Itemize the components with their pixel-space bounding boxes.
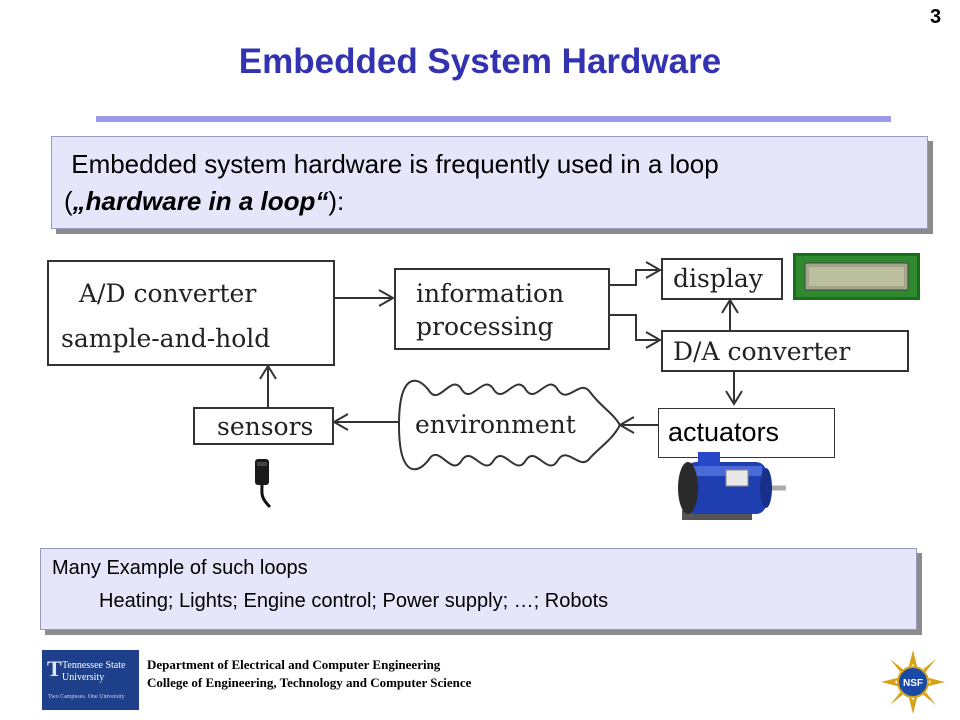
slide-title: Embedded System Hardware xyxy=(238,42,722,81)
sensors-label: sensors xyxy=(217,412,314,441)
display-box: display xyxy=(661,258,783,300)
arrowhead-sensors-to-ad xyxy=(259,364,277,380)
intro-quote-open: „ xyxy=(72,186,86,216)
tsu-logo-tagline: Two Campuses. One University xyxy=(48,694,125,700)
intro-quote-close: “ xyxy=(315,186,329,216)
processing-label: processing xyxy=(416,312,554,341)
sensors-box: sensors xyxy=(193,407,334,445)
display-label: display xyxy=(673,264,763,293)
intro-line-2: („hardware in a loop“): xyxy=(64,183,917,220)
electric-motor-photo xyxy=(678,452,786,520)
intro-open-paren: ( xyxy=(64,186,73,216)
intro-close: ): xyxy=(328,186,345,216)
arrowhead-da-to-actuators xyxy=(725,390,743,406)
information-processing-box: information processing xyxy=(394,268,610,350)
microphone-sensor-icon xyxy=(255,459,272,509)
da-converter-box: D/A converter xyxy=(661,330,909,372)
environment-wavy-outline xyxy=(398,379,622,471)
footer-department: Department of Electrical and Computer En… xyxy=(147,657,441,672)
intro-emphasis: hardware in a loop xyxy=(85,186,316,216)
arrow-processing-to-da xyxy=(610,314,660,341)
arrowhead-processing-to-display xyxy=(645,261,663,279)
footer-college: College of Engineering, Technology and C… xyxy=(147,675,472,690)
intro-line-1: Embedded system hardware is frequently u… xyxy=(64,149,719,179)
arrowhead-da-to-display xyxy=(721,298,739,314)
nsf-logo-text: NSF xyxy=(903,678,923,689)
environment-label: environment xyxy=(415,410,576,439)
information-label: information xyxy=(416,279,565,308)
actuators-label: actuators xyxy=(668,417,780,447)
footer-text: Department of Electrical and Computer En… xyxy=(147,656,471,692)
intro-callout: Embedded system hardware is frequently u… xyxy=(51,136,928,229)
nsf-logo: NSF xyxy=(881,650,945,714)
tsu-logo-name: Tennessee State University xyxy=(62,660,126,683)
arrowhead-ad-to-processing xyxy=(378,289,396,307)
lcd-display-photo xyxy=(793,253,920,300)
actuators-box: actuators xyxy=(658,408,835,458)
examples-callout: Many Example of such loops Heating; Ligh… xyxy=(40,548,917,630)
arrowhead-processing-to-da xyxy=(645,331,663,349)
sample-and-hold-label: sample-and-hold xyxy=(61,324,271,353)
slide-number: 3 xyxy=(930,6,942,28)
examples-items: Heating; Lights; Engine control; Power s… xyxy=(99,590,609,612)
examples-heading: Many Example of such loops xyxy=(52,557,308,579)
da-converter-label: D/A converter xyxy=(673,337,851,366)
ad-converter-box: A/D converter sample-and-hold xyxy=(47,260,335,366)
arrowhead-environment-to-sensors xyxy=(331,413,349,431)
arrow-processing-to-display xyxy=(610,269,660,286)
tsu-logo: T Tennessee State University Two Campuse… xyxy=(42,650,139,710)
title-underline xyxy=(96,116,891,122)
ad-converter-label: A/D converter xyxy=(79,279,257,308)
